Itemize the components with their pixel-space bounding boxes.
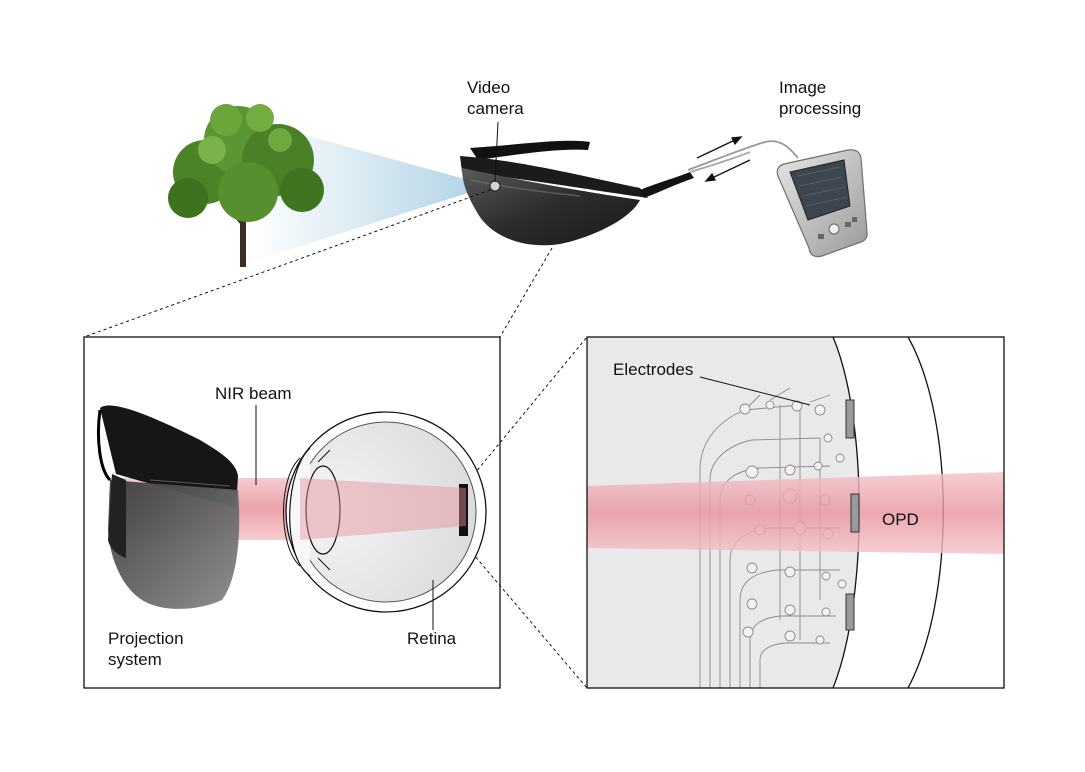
- nir-beam-retina: [587, 472, 1004, 554]
- eye-icon: [283, 411, 487, 613]
- nir-beam-label: NIR beam: [215, 384, 292, 403]
- projection-system-label: Projection system: [108, 629, 184, 669]
- data-flow-arrows: [696, 136, 751, 182]
- panel-retina: [586, 336, 1005, 689]
- zoom-connectors: [83, 189, 588, 689]
- handheld-processor-icon: [776, 149, 868, 258]
- electrodes-leader: [699, 376, 811, 406]
- image-processing-label: Image processing: [779, 78, 862, 118]
- electrode-array-icon: [845, 399, 860, 631]
- electrodes-label: Electrodes: [613, 360, 694, 379]
- video-camera-leader: [494, 121, 499, 183]
- panel-eye: [83, 336, 501, 689]
- video-camera-label: Video camera: [467, 78, 524, 118]
- camera-lens-icon: [489, 180, 501, 192]
- sunglasses-icon: [460, 140, 751, 246]
- projection-system-icon: [96, 405, 240, 609]
- cable: [687, 140, 799, 171]
- opd-label: OPD: [882, 510, 919, 529]
- retina-label: Retina: [407, 629, 457, 648]
- tree-icon: [168, 104, 324, 267]
